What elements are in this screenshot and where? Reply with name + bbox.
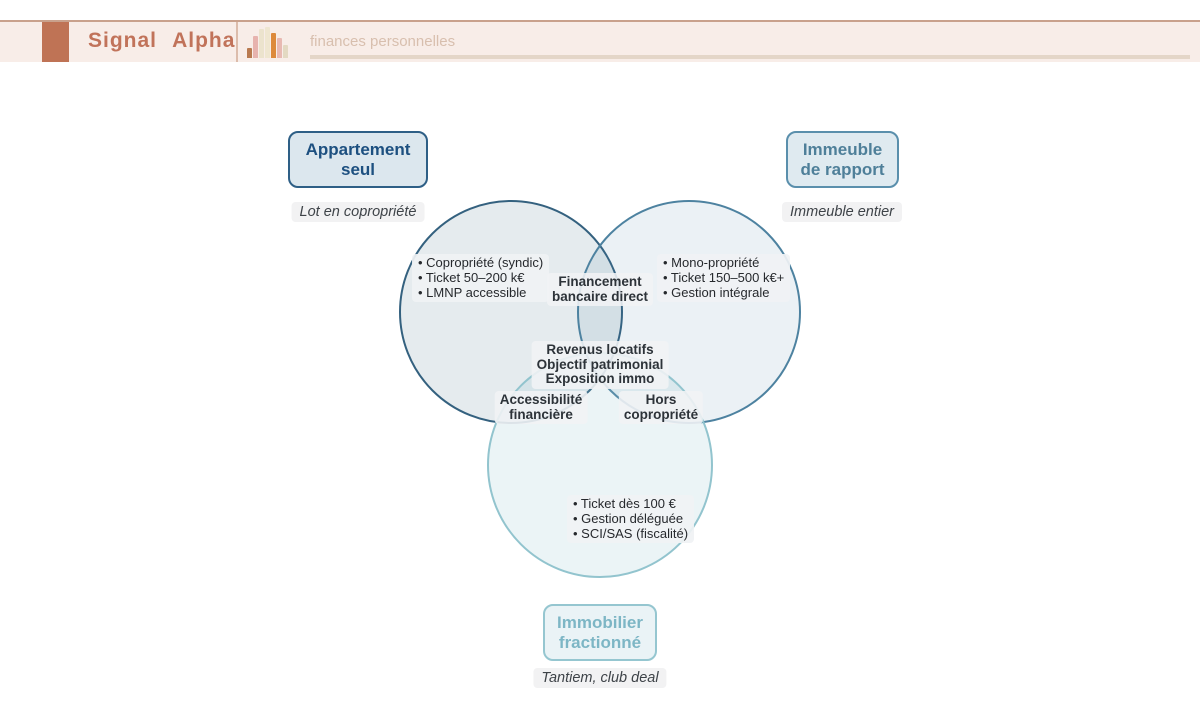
list-line: • Ticket dès 100 € (573, 496, 676, 511)
set-subtitle-immobilier-fractionne: Tantiem, club deal (533, 668, 667, 688)
list-line: financière (509, 406, 573, 422)
list-line: Financement (558, 274, 642, 289)
search-input[interactable]: finances personnelles (310, 30, 1190, 60)
list-line: Appartement (305, 139, 411, 159)
bar-chart-icon-bar (259, 29, 264, 58)
list-line: Hors (645, 392, 677, 407)
list-line: • Mono-propriété (663, 255, 760, 270)
bar-chart-icon (247, 27, 291, 58)
header-band: Signal Alpha finances personnelles (0, 20, 1200, 62)
list-line: Immobilier (557, 612, 643, 632)
set-items-appartement-seul: • Copropriété (syndic)• Ticket 50–200 k€… (412, 254, 550, 303)
brand-square (42, 22, 69, 62)
search-query-text: finances personnelles (310, 33, 456, 50)
list-line: • Gestion intégrale (663, 284, 770, 300)
list-line: • Copropriété (syndic) (418, 255, 544, 270)
header-divider (236, 22, 238, 62)
list-line: Accessibilité (499, 392, 583, 407)
set-subtitle-appartement-seul: Lot en copropriété (291, 202, 425, 222)
bar-chart-icon-bar (265, 27, 270, 58)
brand-title: Signal Alpha (88, 29, 236, 52)
set-items-immeuble-de-rapport: • Mono-propriété• Ticket 150–500 k€+• Ge… (657, 254, 791, 303)
list-line: • SCI/SAS (fiscalité) (573, 525, 689, 541)
bar-chart-icon-bar (271, 33, 276, 58)
bar-chart-icon-bar (247, 48, 252, 58)
list-line: seul (340, 159, 376, 179)
bar-chart-icon-bar (283, 45, 288, 58)
list-line: copropriété (623, 406, 699, 422)
list-line: • Gestion déléguée (573, 510, 684, 526)
bar-chart-icon-bar (253, 36, 258, 58)
list-line: de rapport (800, 159, 885, 179)
list-line: • Ticket 50–200 k€ (418, 269, 525, 285)
set-subtitle-immeuble-de-rapport: Immeuble entier (782, 202, 902, 222)
set-items-immobilier-fractionne: • Ticket dès 100 €• Gestion déléguée• SC… (567, 495, 695, 544)
list-line: Exposition immo (545, 371, 655, 386)
list-line: Immeuble (802, 139, 883, 159)
list-line: Objectif patrimonial (536, 356, 664, 372)
list-line: fractionné (558, 632, 642, 652)
list-line: • Ticket 150–500 k€+ (663, 269, 785, 285)
bar-chart-icon-bar (277, 38, 282, 58)
search-underline (310, 55, 1190, 59)
list-line: • LMNP accessible (418, 284, 527, 300)
list-line: Revenus locatifs (546, 342, 654, 357)
list-line: bancaire direct (551, 288, 649, 304)
